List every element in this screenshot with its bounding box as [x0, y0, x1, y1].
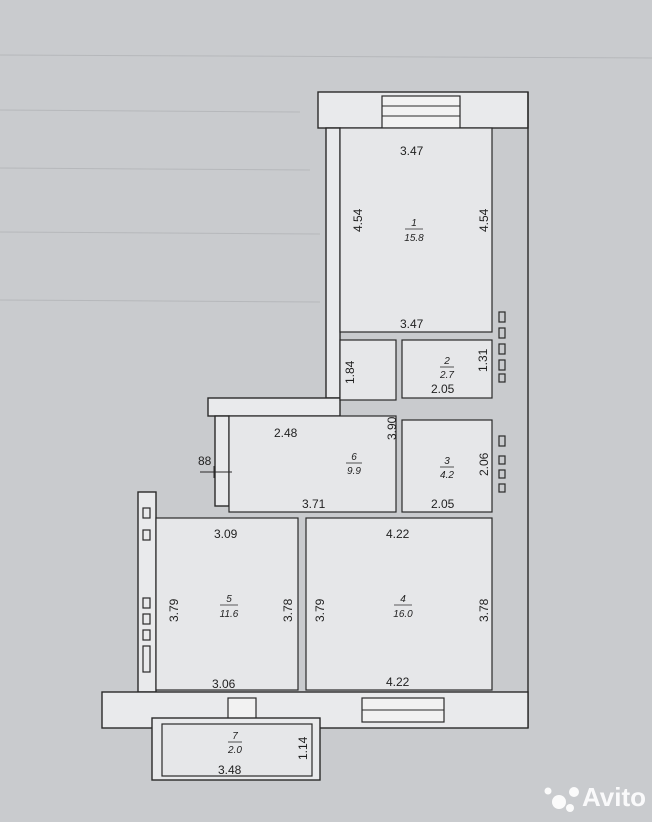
dim-room5-left: 3.79 — [167, 598, 181, 622]
dim-room2-height: 1.31 — [476, 348, 490, 372]
room-6-area: 9.9 — [347, 466, 361, 477]
dim-room3-height: 2.06 — [477, 452, 491, 476]
dim-room4-right: 3.78 — [477, 598, 491, 622]
room-1-number: 1 — [411, 218, 417, 229]
room-7-area: 2.0 — [227, 745, 242, 756]
room-2 — [401, 339, 493, 399]
dim-hall-top: 2.48 — [274, 426, 298, 440]
dim-room4-top: 4.22 — [386, 527, 410, 541]
room-labels: 1 15.8 2 2.7 3 4.2 4 16.0 5 11.6 6 9.9 7… — [220, 218, 455, 756]
room-6 — [228, 415, 397, 513]
dim-balcony-width: 3.48 — [218, 763, 242, 777]
vent-marks — [142, 311, 506, 673]
dim-corridor-upper: 1.84 — [343, 360, 357, 384]
room-3-number: 3 — [444, 456, 450, 467]
dim-room2-width: 2.05 — [431, 382, 455, 396]
room-2-number: 2 — [443, 356, 450, 367]
rooms — [155, 127, 493, 777]
room-4-number: 4 — [400, 594, 406, 605]
dim-hall-bottom: 3.71 — [302, 497, 326, 511]
dim-room5-top: 3.09 — [214, 527, 238, 541]
room-6-number: 6 — [351, 452, 357, 463]
corridor — [339, 339, 397, 401]
dim-room1-left: 4.54 — [351, 208, 365, 232]
dimension-labels: 3.47 4.54 4.54 3.47 1.31 2.05 1.84 2.48 … — [167, 144, 491, 777]
room-2-area: 2.7 — [439, 370, 454, 381]
room-1-area: 15.8 — [404, 233, 424, 244]
avito-watermark-text: Avito — [582, 782, 646, 812]
room-4-area: 16.0 — [393, 609, 413, 620]
room-7-number: 7 — [232, 731, 238, 742]
dim-room1-right: 4.54 — [477, 208, 491, 232]
room-7 — [161, 723, 313, 777]
top-window — [381, 95, 461, 129]
dim-room4-bottom: 4.22 — [386, 675, 410, 689]
dim-hall-width-right: 3.90 — [385, 416, 399, 440]
room-3 — [401, 419, 493, 513]
room-4 — [305, 517, 493, 691]
dim-room1-top: 3.47 — [400, 144, 424, 158]
dim-room4-left: 3.79 — [313, 598, 327, 622]
dim-room3-width: 2.05 — [431, 497, 455, 511]
paper-lines — [0, 54, 652, 303]
room-5-number: 5 — [226, 594, 232, 605]
dim-room1-bottom: 3.47 — [400, 317, 424, 331]
dim-room5-right: 3.78 — [281, 598, 295, 622]
room-3-area: 4.2 — [440, 470, 454, 481]
avito-logo-icon — [544, 787, 579, 812]
dim-balcony-height: 1.14 — [296, 736, 310, 760]
avito-watermark: Avito — [544, 782, 646, 812]
dim-room5-bottom: 3.06 — [212, 677, 236, 691]
room-5-area: 11.6 — [220, 609, 239, 620]
room-1 — [339, 127, 493, 333]
room-5 — [155, 517, 299, 691]
dim-hall-left: 88 — [198, 454, 212, 468]
